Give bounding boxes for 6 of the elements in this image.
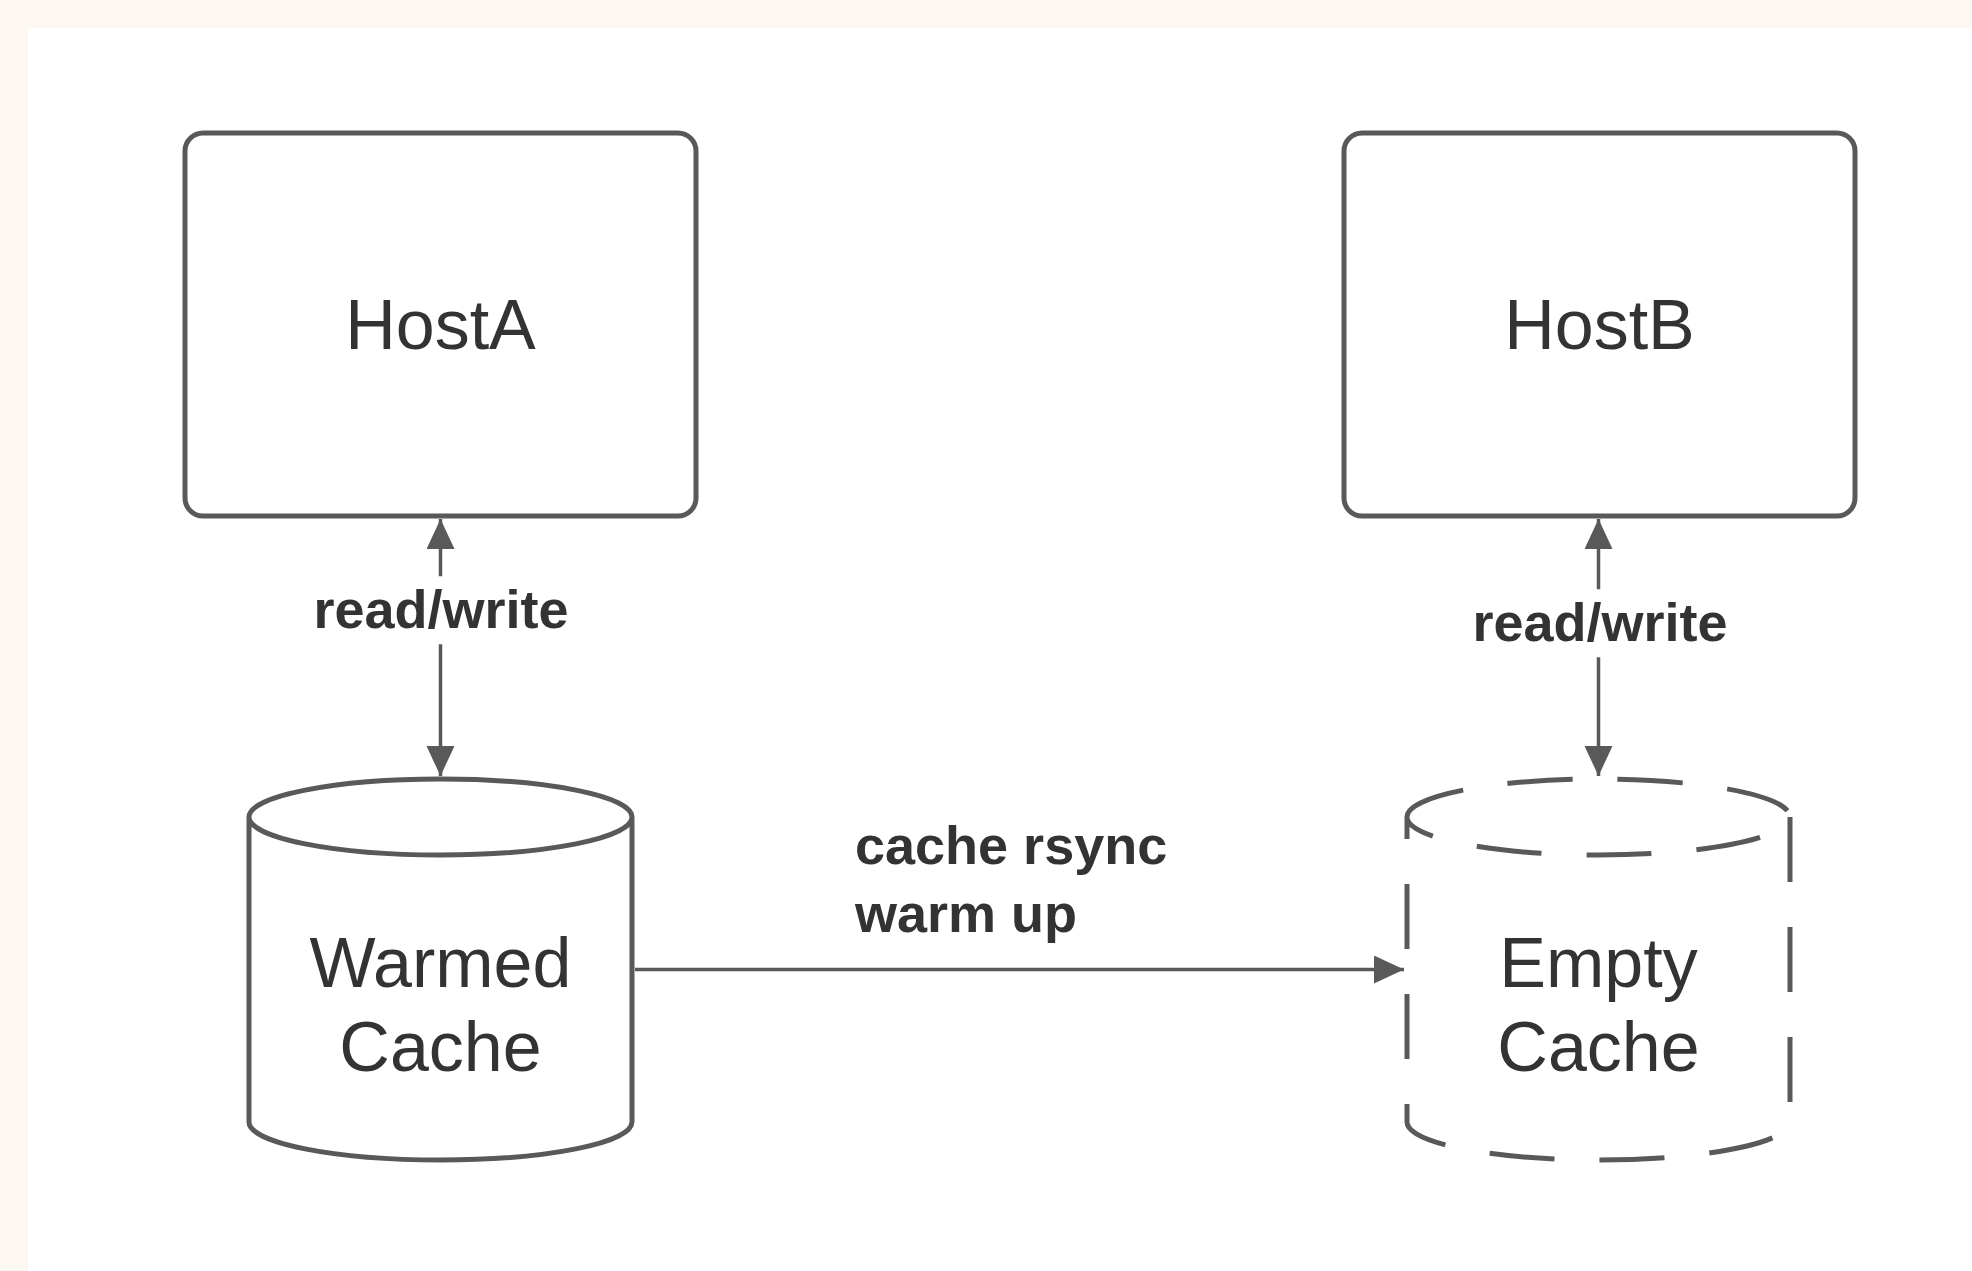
node-label: HostA bbox=[345, 284, 536, 366]
edge-label: cache rsync warm up bbox=[855, 814, 1169, 945]
node-label: HostB bbox=[1504, 284, 1695, 366]
node-label: Warmed Cache bbox=[308, 922, 573, 1088]
arrow bbox=[635, 955, 1404, 984]
node-label: Empty Cache bbox=[1496, 922, 1701, 1088]
